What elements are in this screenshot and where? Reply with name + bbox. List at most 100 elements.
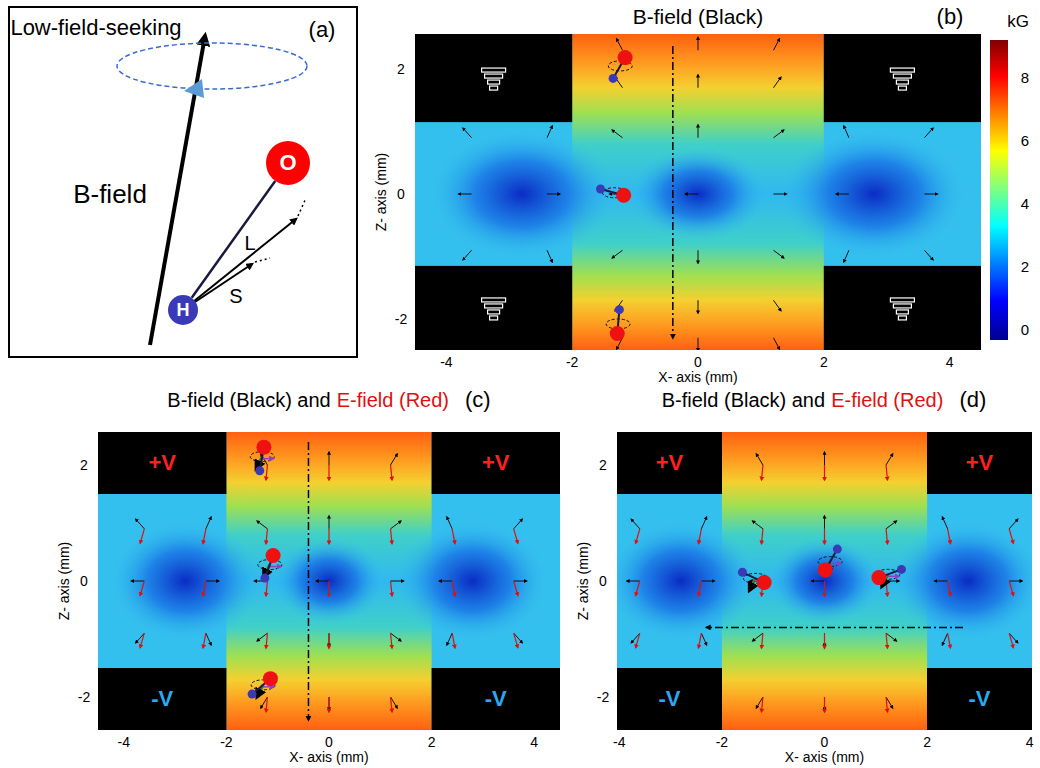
b-field-arrow [701,517,706,529]
electrode [98,668,226,730]
tick-label: 4 [530,734,538,750]
e-field-arrow [452,633,455,648]
e-field-arrow [1009,529,1013,543]
b-field-arrow [698,338,699,350]
e-field-arrow [266,633,267,648]
magnet-icon [896,310,908,314]
tick-label: -4 [118,734,130,750]
b-field-arrow [391,521,401,529]
tick-label: -4 [613,734,625,750]
oxygen-atom [263,671,278,686]
b-field-arrow [773,39,779,51]
e-field-arrow [762,633,763,648]
oxygen-atom [610,326,625,341]
e-field-arrow [328,697,329,712]
hydrogen-atom [738,568,747,577]
b-field-arrow [547,194,560,195]
magnet-icon [488,80,500,84]
b-field-arrow [463,250,472,260]
b-field-arrow [391,633,401,641]
trajectory-line [672,46,674,338]
e-field-arrow [824,529,825,544]
electrode: -V [432,668,560,730]
electrode: -V [98,668,226,730]
b-field-arrow [773,77,780,88]
e-field-arrow [452,529,455,544]
field-minimum [108,520,262,642]
b-field-arrow [1009,581,1022,582]
e-field-arrow [266,697,267,712]
axis-label: Z- axis (mm) [373,153,389,232]
e-field-arrow [948,633,951,648]
panel-letter: (c) [465,387,491,412]
field-minimum [768,538,881,625]
tick-label: -2 [78,689,90,705]
axis-label: Z- axis (mm) [56,542,72,621]
node-label: -V [151,686,173,711]
b-field-arrow [753,633,763,641]
field-column [722,432,927,730]
b-field-arrow [136,519,145,529]
field-background [415,34,981,350]
tick-label: 2 [397,61,405,77]
hydrogen-atom [260,574,269,583]
title-row: B-field (Black) andE-field (Red)(d) [662,387,987,412]
b-field-arrow [131,581,144,582]
e-field-arrow [140,581,144,595]
e-field-arrow [391,465,392,480]
node-label: -V [969,686,991,711]
field-minimum [617,520,758,642]
tick-label: 0 [397,186,405,202]
magnet-icon [898,86,906,90]
hydrogen-atom [615,305,624,314]
b-field-arrow [439,581,452,582]
e-field-arrow [391,633,392,648]
b-field-arrow [886,633,896,641]
b-field-arrow [447,633,452,645]
panel-letter: (b) [937,4,964,29]
b-field-arrow [685,194,698,195]
e-field-arrow [699,581,702,596]
vector-label: B-field [73,180,147,210]
field-map [415,34,981,350]
b-field-arrow [753,521,763,529]
b-field-arrow [547,250,552,262]
b-field-arrow [773,300,780,311]
colorbar-tick: 4 [1021,195,1029,212]
panel-title: B-field (Black) and [662,389,825,412]
tick-label: -2 [220,734,232,750]
b-field-arrow [935,581,948,582]
b-field-arrow [698,75,699,88]
magnet-icon [896,80,908,84]
tick-label: 2 [80,457,88,473]
b-field-arrow [206,633,211,645]
b-field-arrow [773,130,783,138]
b-field-arrow [773,250,783,258]
node-label: O [279,150,296,175]
oxygen-atom [818,562,833,577]
field-map [98,432,560,730]
e-field-arrow [636,581,640,595]
magnet-icon [890,68,914,72]
electrode [617,432,722,494]
e-field-arrow [266,529,267,544]
magnet-icon [893,304,911,308]
b-field-arrow [459,194,472,195]
e-field-arrow [328,465,329,480]
magnet-icon [893,74,911,78]
precession-ellipse [117,43,307,89]
magnet-icon [485,74,503,78]
b-field-arrow [924,250,933,260]
panel-frame: Low-field-seeking(a)OH [8,6,358,358]
electrode [824,34,981,122]
b-field-arrow [886,454,893,465]
torque-arrow [270,566,281,568]
e-field-arrow [140,529,144,543]
e-field-arrow [824,465,825,480]
electrode [617,668,722,730]
panel-title: B-field (Black) and [167,389,330,412]
electrode [432,432,560,494]
electrode [824,266,981,350]
e-field-arrow [203,529,206,544]
b-field-arrow [547,126,552,138]
